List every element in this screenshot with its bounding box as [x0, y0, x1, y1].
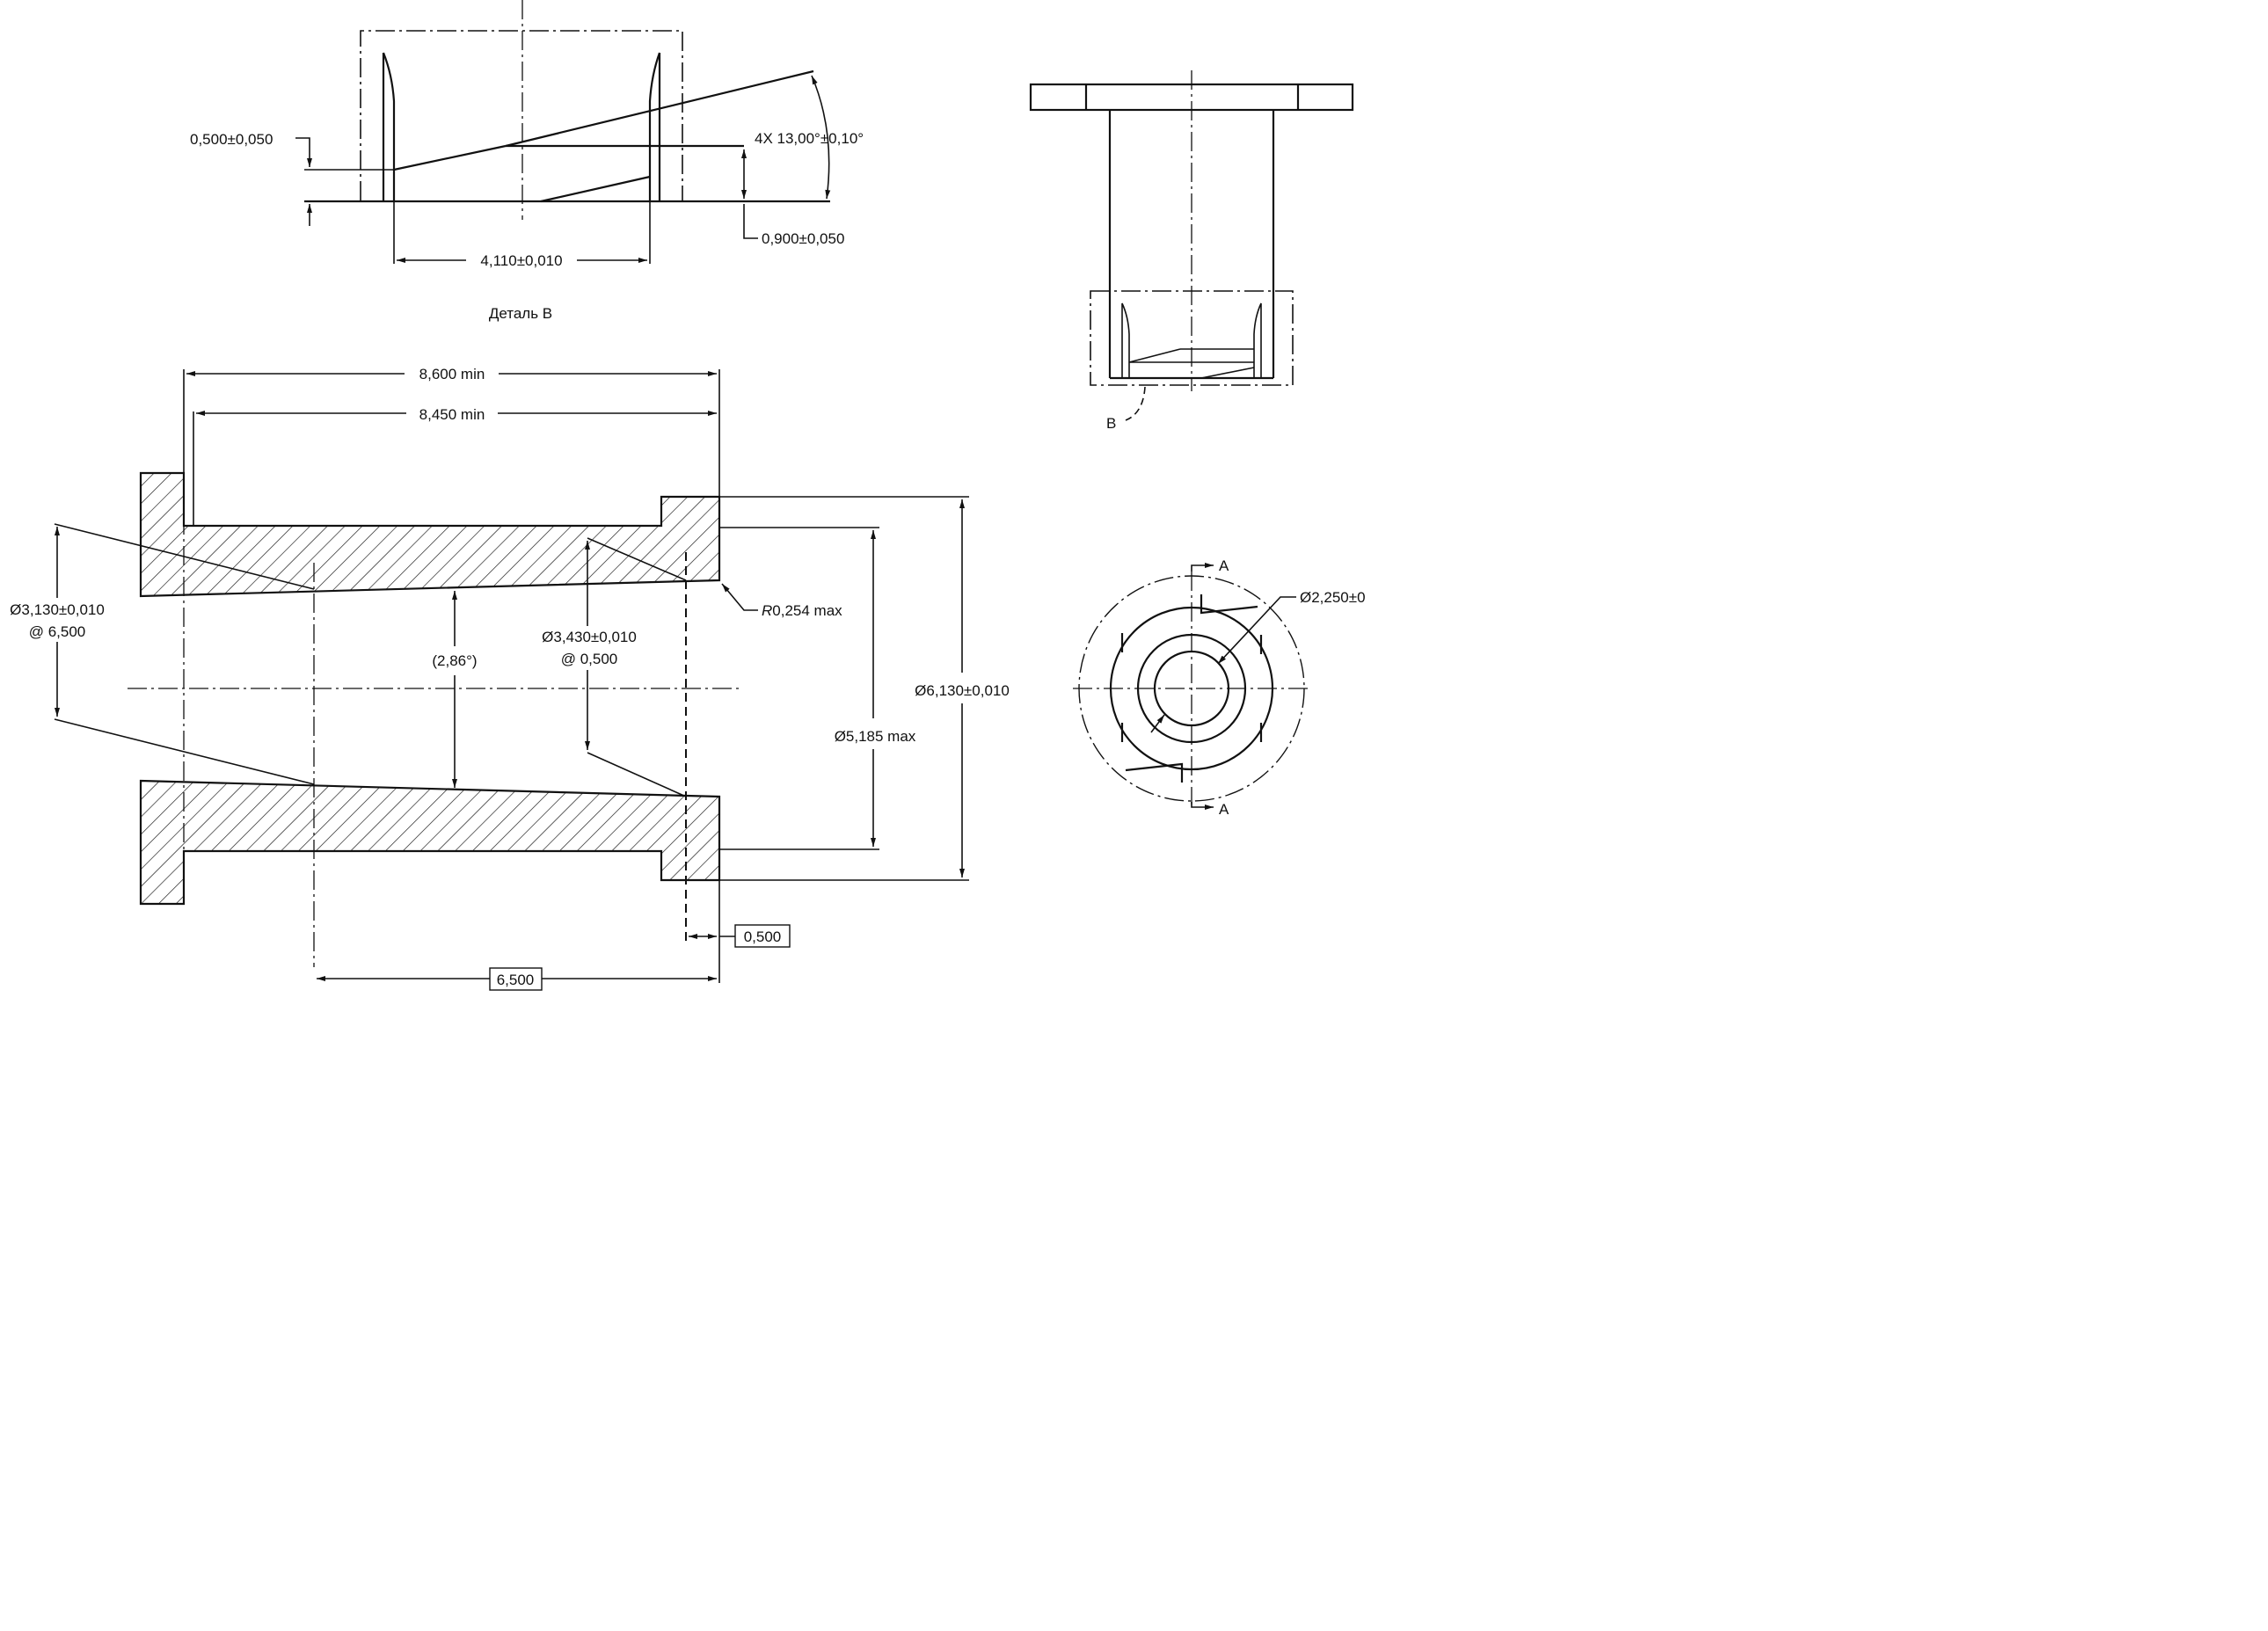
technical-drawing: 0,500±0,050 0,900±0,050 4X 13,00°±0,10° … [0, 0, 1379, 992]
basic-box-offset [734, 924, 791, 948]
section-arrow-bottom [1191, 802, 1214, 810]
dim-leader-slot-depth [295, 137, 312, 167]
dim-taper-angle: (2,86°) [432, 652, 477, 669]
dim-inner-min: 8,450 min [419, 406, 485, 423]
detail-b-title: Деталь B [489, 305, 552, 322]
dim-bore-dia: Ø2,250±0 [1300, 589, 1366, 606]
dim-radius: R0,254 max [762, 602, 842, 619]
section-arrow-top [1191, 563, 1214, 572]
end-view-slot-top [1200, 594, 1258, 615]
end-view-slot-bottom [1125, 762, 1184, 783]
leader-line [587, 752, 687, 797]
slot-wall-right-inner [648, 52, 661, 201]
leader-line [54, 523, 315, 590]
leader-line [587, 537, 687, 581]
section-wall-bottom [139, 779, 721, 906]
dim-dia-large-at: @ 0,500 [561, 651, 618, 667]
dim-basic-length: 6,500 [497, 972, 535, 988]
detail-b-boundary-box [1090, 290, 1294, 386]
dim-slot-depth: 0,500±0,050 [190, 131, 273, 148]
dim-dia-small: Ø3,130±0,010 [10, 601, 105, 618]
section-view: 8,600 min 8,450 min Ø3,130±0,010 @ 6,500… [0, 366, 1010, 991]
side-slot-bottom [1200, 367, 1255, 379]
end-view: A A Ø2,250±0 [1073, 557, 1366, 818]
detail-callout-label: B [1106, 415, 1116, 432]
dim-leader-slot-height [743, 204, 758, 239]
dim-overall-min: 8,600 min [419, 366, 485, 382]
dim-dia-large: Ø3,430±0,010 [542, 629, 637, 645]
side-view: B [1029, 70, 1354, 432]
section-wall-top [139, 471, 721, 598]
section-label-bottom: A [1219, 801, 1229, 818]
leader-line [54, 718, 315, 785]
basic-box-length [489, 967, 543, 991]
leader-bore-dia-opposite [1150, 714, 1165, 733]
end-view-bore-circle [1153, 650, 1230, 727]
slot-slope-lower [393, 144, 507, 171]
side-slot-left [1121, 302, 1130, 378]
slot-wall-left-inner [382, 52, 396, 201]
end-view-inner-circle [1136, 633, 1247, 744]
leader-bore-dia [1217, 596, 1296, 665]
detail-callout-leader [1125, 386, 1146, 421]
dim-outer-dia: Ø6,130±0,010 [915, 682, 1010, 699]
end-view-body-circle [1109, 606, 1274, 771]
side-slot-right [1253, 302, 1262, 378]
side-slot-slope [1128, 348, 1181, 363]
angle-reference-line [505, 69, 814, 148]
dim-arc-angle [811, 75, 831, 200]
text-mask [0, 598, 123, 642]
dim-dia-small-at: @ 6,500 [29, 623, 86, 640]
leader-radius [721, 583, 758, 611]
dim-width: 4,110±0,010 [480, 252, 562, 269]
dim-basic-offset: 0,500 [744, 928, 782, 945]
dim-body-dia: Ø5,185 max [835, 728, 916, 745]
section-label-top: A [1219, 557, 1229, 574]
slot-slope-bottom [540, 175, 651, 203]
detail-b-view: 0,500±0,050 0,900±0,050 4X 13,00°±0,10° … [190, 0, 864, 322]
dim-slot-height: 0,900±0,050 [762, 230, 844, 247]
dim-angle: 4X 13,00°±0,10° [755, 130, 864, 147]
